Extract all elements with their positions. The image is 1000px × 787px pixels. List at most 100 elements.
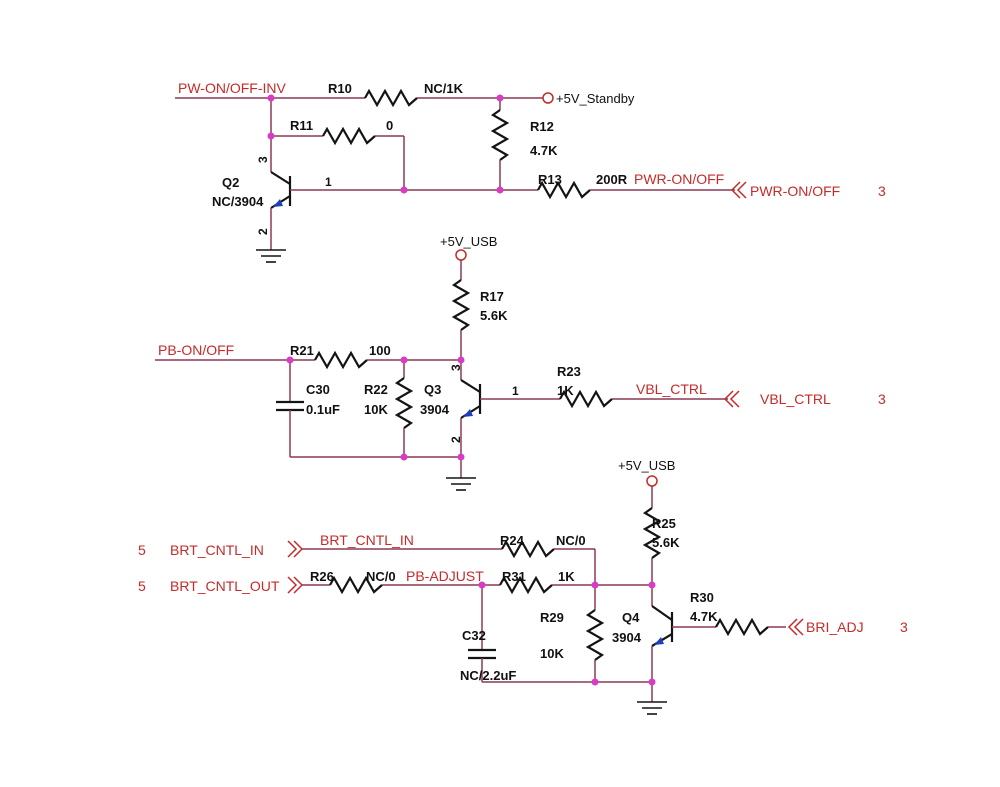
ref-r10: R10: [328, 81, 352, 96]
net-label-pb-on-off: PB-ON/OFF: [158, 342, 234, 358]
junction: [496, 94, 504, 102]
pin-q2-emitter: 2: [256, 228, 270, 235]
resistor-r24: [501, 539, 555, 559]
ground-symbol-q4: [637, 701, 667, 715]
value-r10: NC/1K: [424, 81, 464, 96]
brightness-control-circuit: +5V_USB R25 5.6K 5 BRT_CNTL_IN BRT_CNTL_…: [138, 458, 908, 715]
value-q3: 3904: [420, 402, 450, 417]
value-r17: 5.6K: [480, 308, 508, 323]
value-r12: 4.7K: [530, 143, 558, 158]
transistor-q4: [651, 605, 716, 702]
resistor-r25: [642, 507, 662, 559]
resistor-r31: [499, 575, 553, 595]
ref-r11: R11: [290, 118, 313, 133]
value-c30: 0.1uF: [306, 402, 340, 417]
junction: [457, 356, 465, 364]
ref-c32: C32: [462, 628, 486, 643]
junction: [648, 581, 656, 589]
pin-q3-base: 1: [512, 384, 519, 398]
value-r30: 4.7K: [690, 609, 718, 624]
backlight-control-circuit: +5V_USB R17 5.6K PB-ON/OFF R21 100 C30 0…: [155, 234, 886, 491]
value-r22: 10K: [364, 402, 388, 417]
power-port-usb-2: [646, 475, 658, 487]
power-switch-circuit: PW-ON/OFF-INV R10 NC/1K +5V_Standby R11 …: [175, 80, 886, 263]
value-q2: NC/3904: [212, 194, 264, 209]
resistor-r12: [490, 109, 510, 161]
resistor-r21: [314, 350, 368, 370]
ground-symbol-q3: [446, 477, 476, 491]
junction: [267, 132, 275, 140]
value-r21: 100: [369, 343, 391, 358]
ref-q2: Q2: [222, 175, 239, 190]
ref-r22: R22: [364, 382, 388, 397]
value-r26: NC/0: [366, 569, 396, 584]
junction: [591, 581, 599, 589]
junction: [400, 356, 408, 364]
port-label-brt-cntl-in: BRT_CNTL_IN: [170, 542, 264, 558]
net-label-pw-on-off-inv: PW-ON/OFF-INV: [178, 80, 287, 96]
value-r25: 5.6K: [652, 535, 680, 550]
junction: [457, 453, 465, 461]
value-r29: 10K: [540, 646, 564, 661]
junction: [400, 453, 408, 461]
port-label-brt-cntl-out: BRT_CNTL_OUT: [170, 578, 280, 594]
value-q4: 3904: [612, 630, 642, 645]
value-r31: 1K: [558, 569, 575, 584]
ref-r17: R17: [480, 289, 504, 304]
ref-c30: C30: [306, 382, 330, 397]
ground-symbol-q2: [256, 249, 286, 263]
power-port-standby: [542, 92, 554, 104]
sheet-ref-pwr-on-off: 3: [878, 183, 886, 199]
resistor-r11: [322, 126, 376, 146]
resistor-r10: [364, 88, 418, 108]
port-label-vbl-ctrl: VBL_CTRL: [760, 391, 831, 407]
transistor-q3: [460, 379, 560, 478]
port-vbl-ctrl: [729, 390, 740, 408]
net-label-vbl-ctrl: VBL_CTRL: [636, 381, 707, 397]
resistor-r29: [585, 609, 605, 661]
ref-r25: R25: [652, 516, 676, 531]
ref-r13: R13: [538, 172, 562, 187]
port-pwr-on-off: [736, 181, 747, 199]
power-label-standby: +5V_Standby: [556, 91, 635, 106]
resistor-r17: [451, 279, 471, 331]
net-label-pwr-on-off: PWR-ON/OFF: [634, 171, 724, 187]
resistor-r23: [559, 389, 613, 409]
ref-q3: Q3: [424, 382, 441, 397]
port-brt-cntl-out: [287, 576, 298, 594]
pin-q2-base: 1: [325, 175, 332, 189]
value-r11: 0: [386, 118, 393, 133]
ref-r12: R12: [530, 119, 554, 134]
pin-q3-emitter: 2: [449, 436, 463, 443]
pin-q2-collector: 3: [256, 156, 270, 163]
pin-q3-collector: 3: [449, 364, 463, 371]
resistor-r13: [537, 180, 591, 200]
sheet-ref-brt-cntl-in: 5: [138, 542, 146, 558]
port-bri-adj: [787, 618, 798, 636]
ref-r26: R26: [310, 569, 334, 584]
junction: [400, 186, 408, 194]
net-label-brt-cntl-in: BRT_CNTL_IN: [320, 532, 414, 548]
junction: [286, 356, 294, 364]
transistor-q2: [270, 171, 296, 250]
ref-r31: R31: [502, 569, 526, 584]
sheet-ref-vbl-ctrl: 3: [878, 391, 886, 407]
resistor-r26: [329, 575, 383, 595]
value-r13: 200R: [596, 172, 628, 187]
resistor-r30: [715, 617, 769, 637]
ref-r21: R21: [290, 343, 314, 358]
power-port-usb-1: [455, 249, 467, 261]
ref-r23: R23: [557, 364, 581, 379]
ref-q4: Q4: [622, 610, 640, 625]
sheet-ref-brt-cntl-out: 5: [138, 578, 146, 594]
port-label-bri-adj: BRI_ADJ: [806, 619, 864, 635]
value-r23: 1K: [557, 383, 574, 398]
junction: [591, 678, 599, 686]
junction: [478, 581, 486, 589]
port-label-pwr-on-off: PWR-ON/OFF: [750, 183, 840, 199]
value-r24: NC/0: [556, 533, 586, 548]
net-label-pb-adjust: PB-ADJUST: [406, 568, 484, 584]
resistor-r22: [394, 377, 414, 429]
power-label-usb-2: +5V_USB: [618, 458, 675, 473]
